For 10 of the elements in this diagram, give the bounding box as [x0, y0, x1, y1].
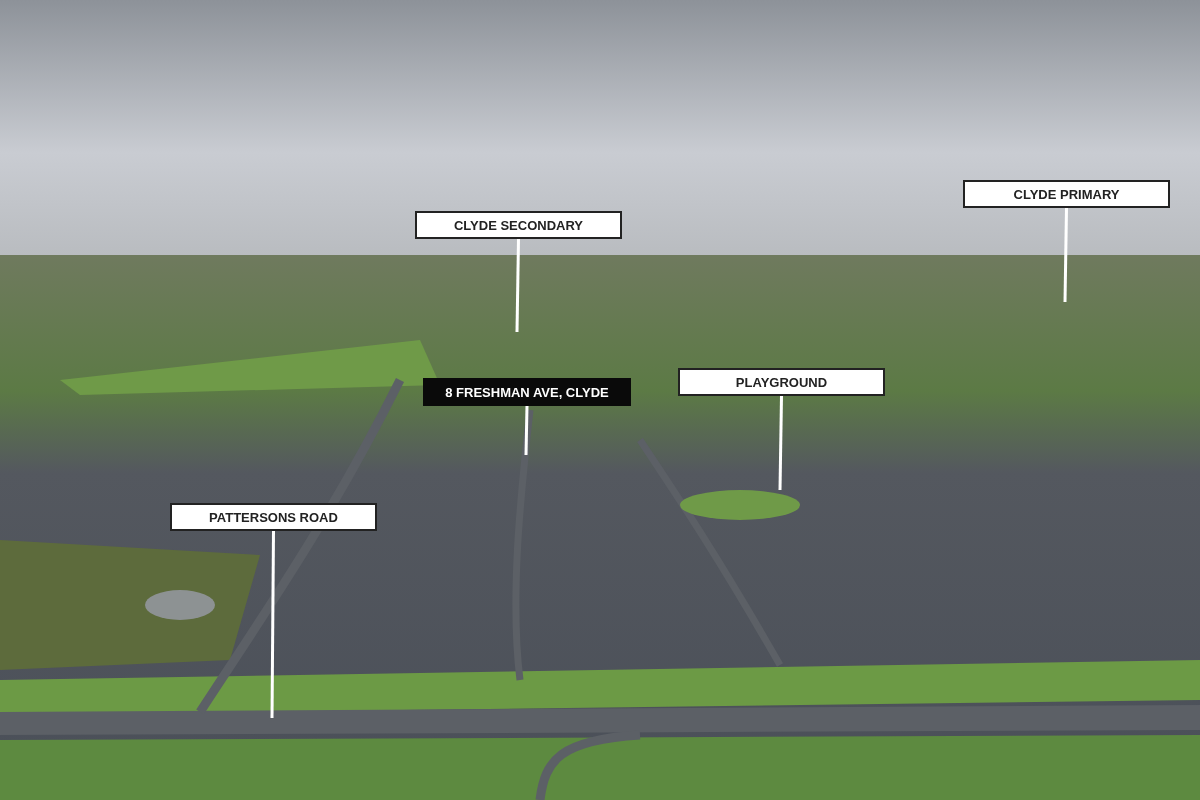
leader-line [524, 405, 529, 456]
leader-line [270, 531, 275, 718]
leader-line [778, 395, 783, 491]
place-label: 8 FRESHMAN AVE, CLYDE [423, 378, 631, 406]
leader-line [1063, 207, 1068, 303]
place-label: CLYDE PRIMARY [963, 180, 1170, 208]
place-label: PLAYGROUND [678, 368, 885, 396]
place-label: PATTERSONS ROAD [170, 503, 377, 531]
place-label: CLYDE SECONDARY [415, 211, 622, 239]
leader-line [515, 238, 520, 333]
